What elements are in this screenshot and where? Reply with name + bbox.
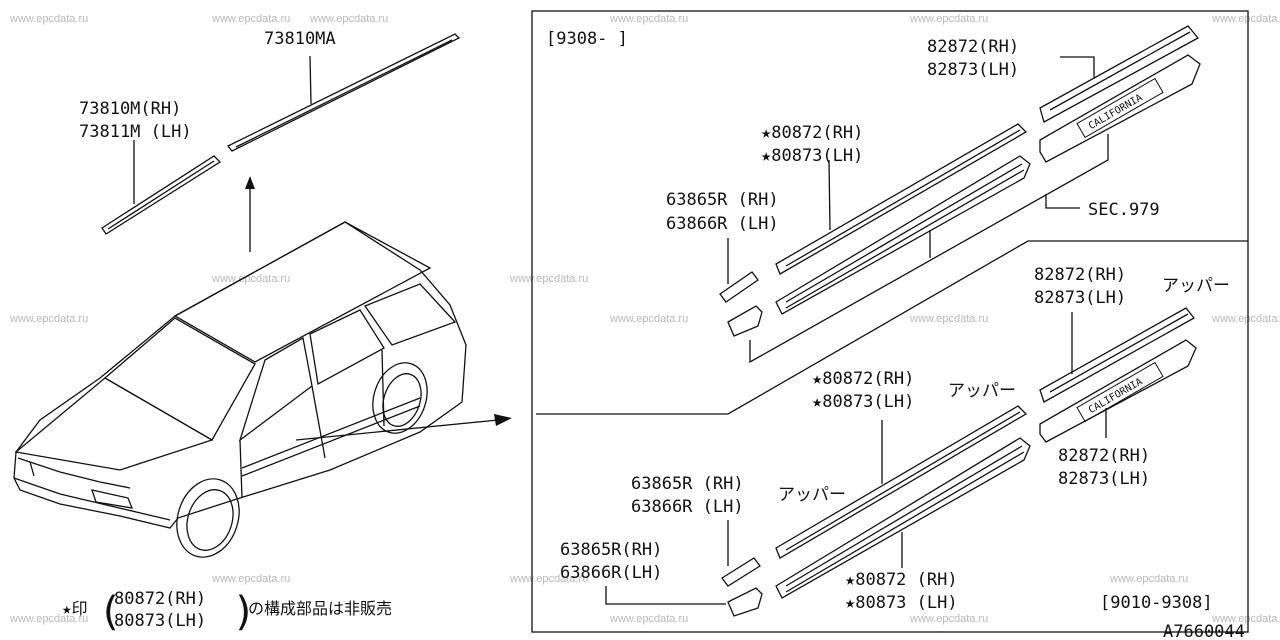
leader-line [605, 586, 726, 605]
sec-ref-label: SEC.979 [1088, 200, 1160, 220]
watermark: www.epcdata.ru [909, 613, 988, 625]
watermark: www.epcdata.ru [909, 313, 988, 325]
watermark: www.epcdata.ru [211, 573, 290, 585]
watermark: www.epcdata.ru [9, 313, 88, 325]
leader-line [749, 134, 1109, 364]
leader-line [1060, 56, 1095, 78]
bottom-end-lower-lh-label: 63866R(LH) [560, 563, 662, 583]
top-end-rh-label: 63865R (RH) [666, 190, 779, 210]
leader-line [1045, 194, 1080, 209]
bottom-end-cap-lower [727, 587, 763, 617]
watermark-layer: www.epcdata.ru www.epcdata.ru www.epcdat… [9, 13, 1280, 625]
section-divider [536, 240, 1248, 415]
upper-tag: アッパー [948, 381, 1016, 401]
top-molding-lower [775, 155, 1031, 315]
watermark: www.epcdata.ru [509, 573, 588, 585]
footnote-suffix: の構成部品は非販売 [248, 599, 392, 618]
roof-rail-center-label: 73810MA [264, 29, 336, 49]
footnote-rh: 80872(RH) [114, 589, 206, 609]
bottom-molding-upper-lh-label: ★80873(LH) [812, 392, 914, 412]
footnote: ★印 ( 80872(RH) 80873(LH) ) の構成部品は非販売 [62, 589, 392, 635]
bottom-period-label: [9010-9308] [1100, 593, 1213, 613]
watermark: www.epcdata.ru [909, 13, 988, 25]
bottom-molding-upper [775, 405, 1028, 559]
leader-line [828, 159, 831, 231]
bottom-end-upper-lh-label: 63866R (LH) [631, 497, 744, 517]
bottom-end-upper-rh-label: 63865R (RH) [631, 474, 744, 494]
arrow-up-icon [245, 176, 255, 252]
top-molding-upper [775, 123, 1028, 275]
watermark: www.epcdata.ru [211, 13, 290, 25]
bottom-molding-lower [775, 437, 1031, 599]
upper-tag: アッパー [778, 485, 846, 505]
top-molding-rh-label: ★80872(RH) [761, 123, 863, 143]
watermark: www.epcdata.ru [1211, 13, 1280, 25]
bottom-emblem-lower-lh-label: 82873(LH) [1058, 469, 1150, 489]
bottom-end-cap-upper [721, 557, 761, 587]
paren-close-icon: ) [232, 589, 256, 635]
bottom-molding-lower-lh-label: ★80873 (LH) [845, 593, 958, 613]
top-end-cap-upper [719, 271, 759, 303]
watermark: www.epcdata.ru [9, 13, 88, 25]
paren-open-icon: ( [98, 589, 122, 635]
bottom-emblem-lower-rh-label: 82872(RH) [1058, 446, 1150, 466]
top-emblem-trim [1039, 25, 1200, 123]
bottom-end-lower-rh-label: 63865R(RH) [560, 540, 662, 560]
watermark: www.epcdata.ru [609, 613, 688, 625]
watermark: www.epcdata.ru [9, 613, 88, 625]
roof-rail-center [226, 33, 461, 152]
watermark: www.epcdata.ru [1211, 613, 1280, 625]
watermark: www.epcdata.ru [1109, 573, 1188, 585]
roof-rail-side-lh-label: 73811M (LH) [79, 122, 192, 142]
top-end-lh-label: 63866R (LH) [666, 214, 779, 234]
watermark: www.epcdata.ru [211, 273, 290, 285]
bottom-emblem-trim [1039, 307, 1195, 403]
top-emblem-lh-label: 82873(LH) [927, 60, 1019, 80]
watermark: www.epcdata.ru [509, 273, 588, 285]
footnote-lh: 80873(LH) [114, 611, 206, 631]
station-wagon-illustration [13, 221, 467, 558]
upper-tag: アッパー [1162, 276, 1230, 296]
top-end-cap-lower [727, 305, 763, 337]
watermark: www.epcdata.ru [309, 13, 388, 25]
watermark: www.epcdata.ru [609, 313, 688, 325]
leader-line [309, 55, 312, 105]
detail-box [531, 10, 1249, 633]
diagram-code: A7660044 [1163, 622, 1245, 640]
top-emblem-rh-label: 82872(RH) [927, 37, 1019, 57]
bottom-emblem-upper-lh-label: 82873(LH) [1034, 288, 1126, 308]
watermark: www.epcdata.ru [1211, 313, 1280, 325]
bottom-emblem-upper-rh-label: 82872(RH) [1034, 265, 1126, 285]
roof-rail-side-rh-label: 73810M(RH) [79, 99, 181, 119]
arrow-right-icon [295, 414, 512, 441]
bottom-molding-lower-rh-label: ★80872 (RH) [845, 570, 958, 590]
footnote-prefix: ★印 [62, 599, 88, 618]
bottom-molding-upper-rh-label: ★80872(RH) [812, 369, 914, 389]
watermark: www.epcdata.ru [609, 13, 688, 25]
detail-box-frame [531, 10, 1249, 633]
roof-rail-side [101, 155, 222, 235]
top-period-label: [9308- ] [546, 29, 628, 49]
top-molding-lh-label: ★80873(LH) [761, 146, 863, 166]
